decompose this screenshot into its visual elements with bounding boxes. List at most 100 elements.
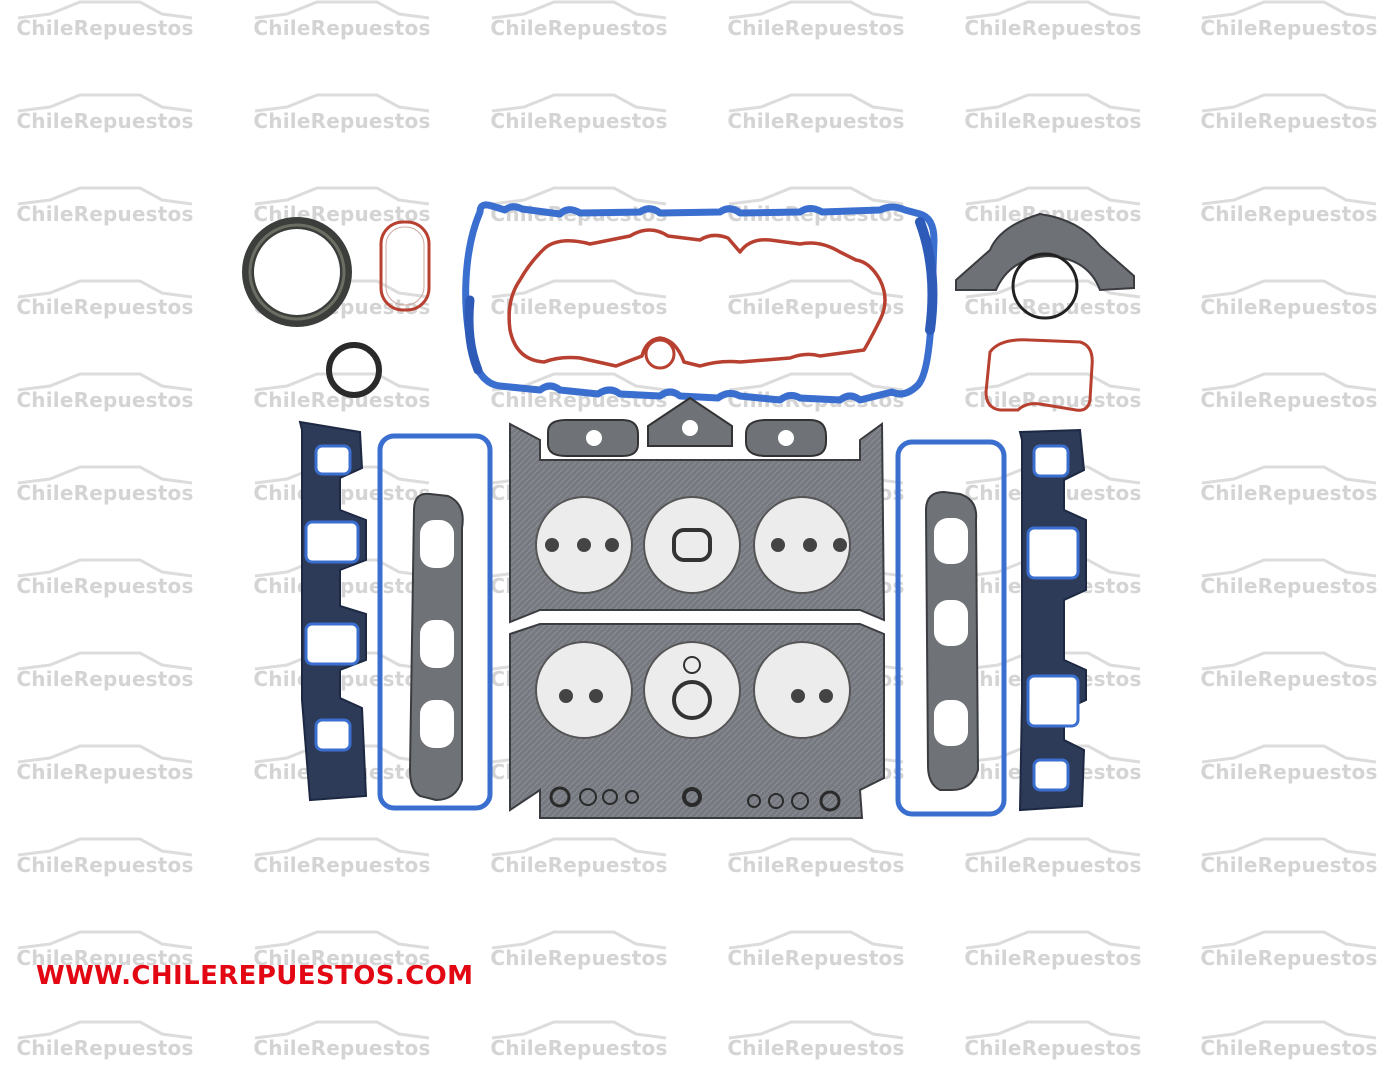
watermark-text: ChileRepuestos: [1200, 1036, 1378, 1060]
watermark-logo: ChileRepuestos: [1194, 279, 1382, 327]
watermark-text: ChileRepuestos: [1200, 667, 1378, 691]
watermark-logo: ChileRepuestos: [10, 0, 200, 48]
car-outline-icon: [1201, 465, 1377, 485]
watermark-logo: ChileRepuestos: [958, 930, 1148, 978]
car-outline-icon: [965, 1020, 1141, 1040]
water-pump-gasket-icon: [984, 338, 1094, 412]
watermark-text: ChileRepuestos: [490, 946, 668, 970]
watermark-text: ChileRepuestos: [1200, 388, 1378, 412]
watermark-text: ChileRepuestos: [490, 16, 668, 40]
car-outline-icon: [17, 186, 193, 206]
watermark-logo: ChileRepuestos: [247, 930, 437, 978]
exhaust-manifold-gasket-right-icon: [924, 490, 980, 791]
watermark-logo: ChileRepuestos: [10, 93, 200, 141]
watermark-text: ChileRepuestos: [16, 295, 194, 319]
car-outline-icon: [728, 186, 904, 206]
watermark-logo: ChileRepuestos: [1194, 651, 1382, 699]
watermark-text: ChileRepuestos: [1200, 202, 1378, 226]
car-outline-icon: [728, 372, 904, 392]
watermark-logo: ChileRepuestos: [10, 651, 200, 699]
car-outline-icon: [254, 930, 430, 950]
watermark-logo: ChileRepuestos: [1194, 0, 1382, 48]
watermark-logo: ChileRepuestos: [10, 279, 200, 327]
watermark-logo: ChileRepuestos: [484, 837, 674, 885]
car-outline-icon: [17, 0, 193, 20]
watermark-logo: ChileRepuestos: [10, 837, 200, 885]
watermark-logo: ChileRepuestos: [10, 744, 200, 792]
exhaust-manifold-gasket-left-icon: [408, 492, 464, 802]
car-outline-icon: [1201, 651, 1377, 671]
engine-gasket-kit-icon: [242, 201, 1135, 819]
car-outline-icon: [965, 930, 1141, 950]
car-outline-icon: [491, 930, 667, 950]
car-outline-icon: [254, 0, 430, 20]
car-outline-icon: [491, 0, 667, 20]
car-outline-icon: [17, 93, 193, 113]
watermark-text: ChileRepuestos: [964, 853, 1142, 877]
watermark-logo: ChileRepuestos: [958, 93, 1148, 141]
watermark-text: ChileRepuestos: [964, 295, 1142, 319]
watermark-text: ChileRepuestos: [253, 853, 431, 877]
watermark-text: ChileRepuestos: [1200, 760, 1378, 784]
watermark-text: ChileRepuestos: [253, 1036, 431, 1060]
watermark-logo: ChileRepuestos: [958, 837, 1148, 885]
car-outline-icon: [254, 93, 430, 113]
car-outline-icon: [17, 930, 193, 950]
car-outline-icon: [965, 186, 1141, 206]
car-outline-icon: [965, 372, 1141, 392]
watermark-text: ChileRepuestos: [490, 853, 668, 877]
watermark-logo: ChileRepuestos: [1194, 930, 1382, 978]
watermark-text: ChileRepuestos: [727, 109, 905, 133]
car-outline-icon: [254, 186, 430, 206]
watermark-text: ChileRepuestos: [964, 16, 1142, 40]
car-outline-icon: [1201, 837, 1377, 857]
watermark-text: ChileRepuestos: [1200, 109, 1378, 133]
watermark-logo: ChileRepuestos: [484, 0, 674, 48]
car-outline-icon: [254, 1020, 430, 1040]
watermark-logo: ChileRepuestos: [1194, 837, 1382, 885]
watermark-text: ChileRepuestos: [16, 946, 194, 970]
watermark-logo: ChileRepuestos: [721, 930, 911, 978]
watermark-logo: ChileRepuestos: [1194, 93, 1382, 141]
car-outline-icon: [1201, 93, 1377, 113]
watermark-text: ChileRepuestos: [253, 946, 431, 970]
rear-main-seal-icon: [242, 217, 352, 327]
watermark-logo: ChileRepuestos: [721, 837, 911, 885]
front-cover-gasket-icon: [955, 212, 1135, 320]
watermark-text: ChileRepuestos: [1200, 295, 1378, 319]
car-outline-icon: [491, 279, 667, 299]
watermark-text: ChileRepuestos: [727, 1036, 905, 1060]
intake-manifold-gasket-left-icon: [298, 420, 368, 802]
small-gaskets-icon: [547, 396, 827, 457]
car-outline-icon: [728, 93, 904, 113]
watermark-logo: ChileRepuestos: [484, 279, 674, 327]
car-outline-icon: [1201, 1020, 1377, 1040]
watermark-text: ChileRepuestos: [16, 574, 194, 598]
watermark-text: ChileRepuestos: [16, 760, 194, 784]
car-outline-icon: [491, 1020, 667, 1040]
watermark-text: ChileRepuestos: [253, 16, 431, 40]
watermark-text: ChileRepuestos: [1200, 481, 1378, 505]
car-outline-icon: [1201, 186, 1377, 206]
watermark-logo: ChileRepuestos: [247, 651, 437, 699]
car-outline-icon: [254, 372, 430, 392]
car-outline-icon: [17, 279, 193, 299]
car-outline-icon: [965, 837, 1141, 857]
valve-cover-gasket-left-icon: [377, 433, 493, 811]
car-outline-icon: [965, 93, 1141, 113]
car-outline-icon: [491, 186, 667, 206]
o-ring-icon: [326, 342, 382, 398]
watermark-text: ChileRepuestos: [16, 853, 194, 877]
watermark-logo: ChileRepuestos: [247, 837, 437, 885]
head-gasket-upper-icon: [509, 422, 886, 624]
car-outline-icon: [1201, 0, 1377, 20]
oil-pan-gasket-icon: [462, 201, 938, 404]
watermark-text: ChileRepuestos: [964, 109, 1142, 133]
watermark-text: ChileRepuestos: [490, 1036, 668, 1060]
car-outline-icon: [728, 930, 904, 950]
car-outline-icon: [965, 279, 1141, 299]
car-outline-icon: [17, 1020, 193, 1040]
watermark-logo: ChileRepuestos: [958, 279, 1148, 327]
head-gasket-lower-icon: [509, 623, 885, 819]
watermark-logo: ChileRepuestos: [721, 93, 911, 141]
